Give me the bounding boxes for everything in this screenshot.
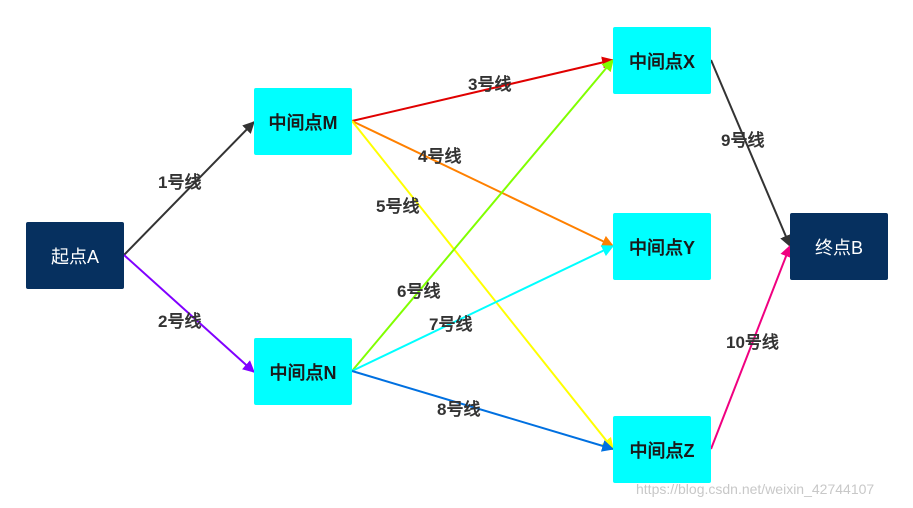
node-middle-z[interactable]: 中间点Z: [613, 416, 711, 483]
edge-l6: [351, 59, 614, 372]
edge-l7: [351, 245, 615, 372]
edge-l2: [123, 254, 255, 373]
edge-l3: [351, 56, 615, 122]
edge-l1: [123, 121, 255, 256]
edge-label-7: 7号线: [429, 315, 473, 334]
edge-label-6: 6号线: [397, 282, 441, 301]
edge-label-4: 4号线: [418, 147, 462, 166]
edge-label-10: 10号线: [726, 333, 779, 352]
node-middle-y[interactable]: 中间点Y: [613, 213, 711, 280]
edge-label-9: 9号线: [721, 131, 765, 150]
edge-l5: [351, 120, 614, 450]
edge-label-1: 1号线: [158, 173, 202, 192]
node-middle-m[interactable]: 中间点M: [254, 88, 352, 155]
edge-label-3: 3号线: [468, 75, 512, 94]
edge-l9: [710, 59, 792, 248]
edge-l8: [351, 370, 615, 452]
watermark-url: https://blog.csdn.net/weixin_42744107: [636, 481, 875, 497]
edge-l4: [351, 120, 615, 247]
edge-label-8: 8号线: [437, 400, 481, 419]
edge-label-2: 2号线: [158, 312, 202, 331]
node-start-a[interactable]: 起点A: [26, 222, 124, 289]
edge-label-5: 5号线: [376, 197, 420, 216]
edge-l10: [710, 244, 792, 450]
node-end-b[interactable]: 终点B: [790, 213, 888, 280]
node-middle-n[interactable]: 中间点N: [254, 338, 352, 405]
node-middle-x[interactable]: 中间点X: [613, 27, 711, 94]
